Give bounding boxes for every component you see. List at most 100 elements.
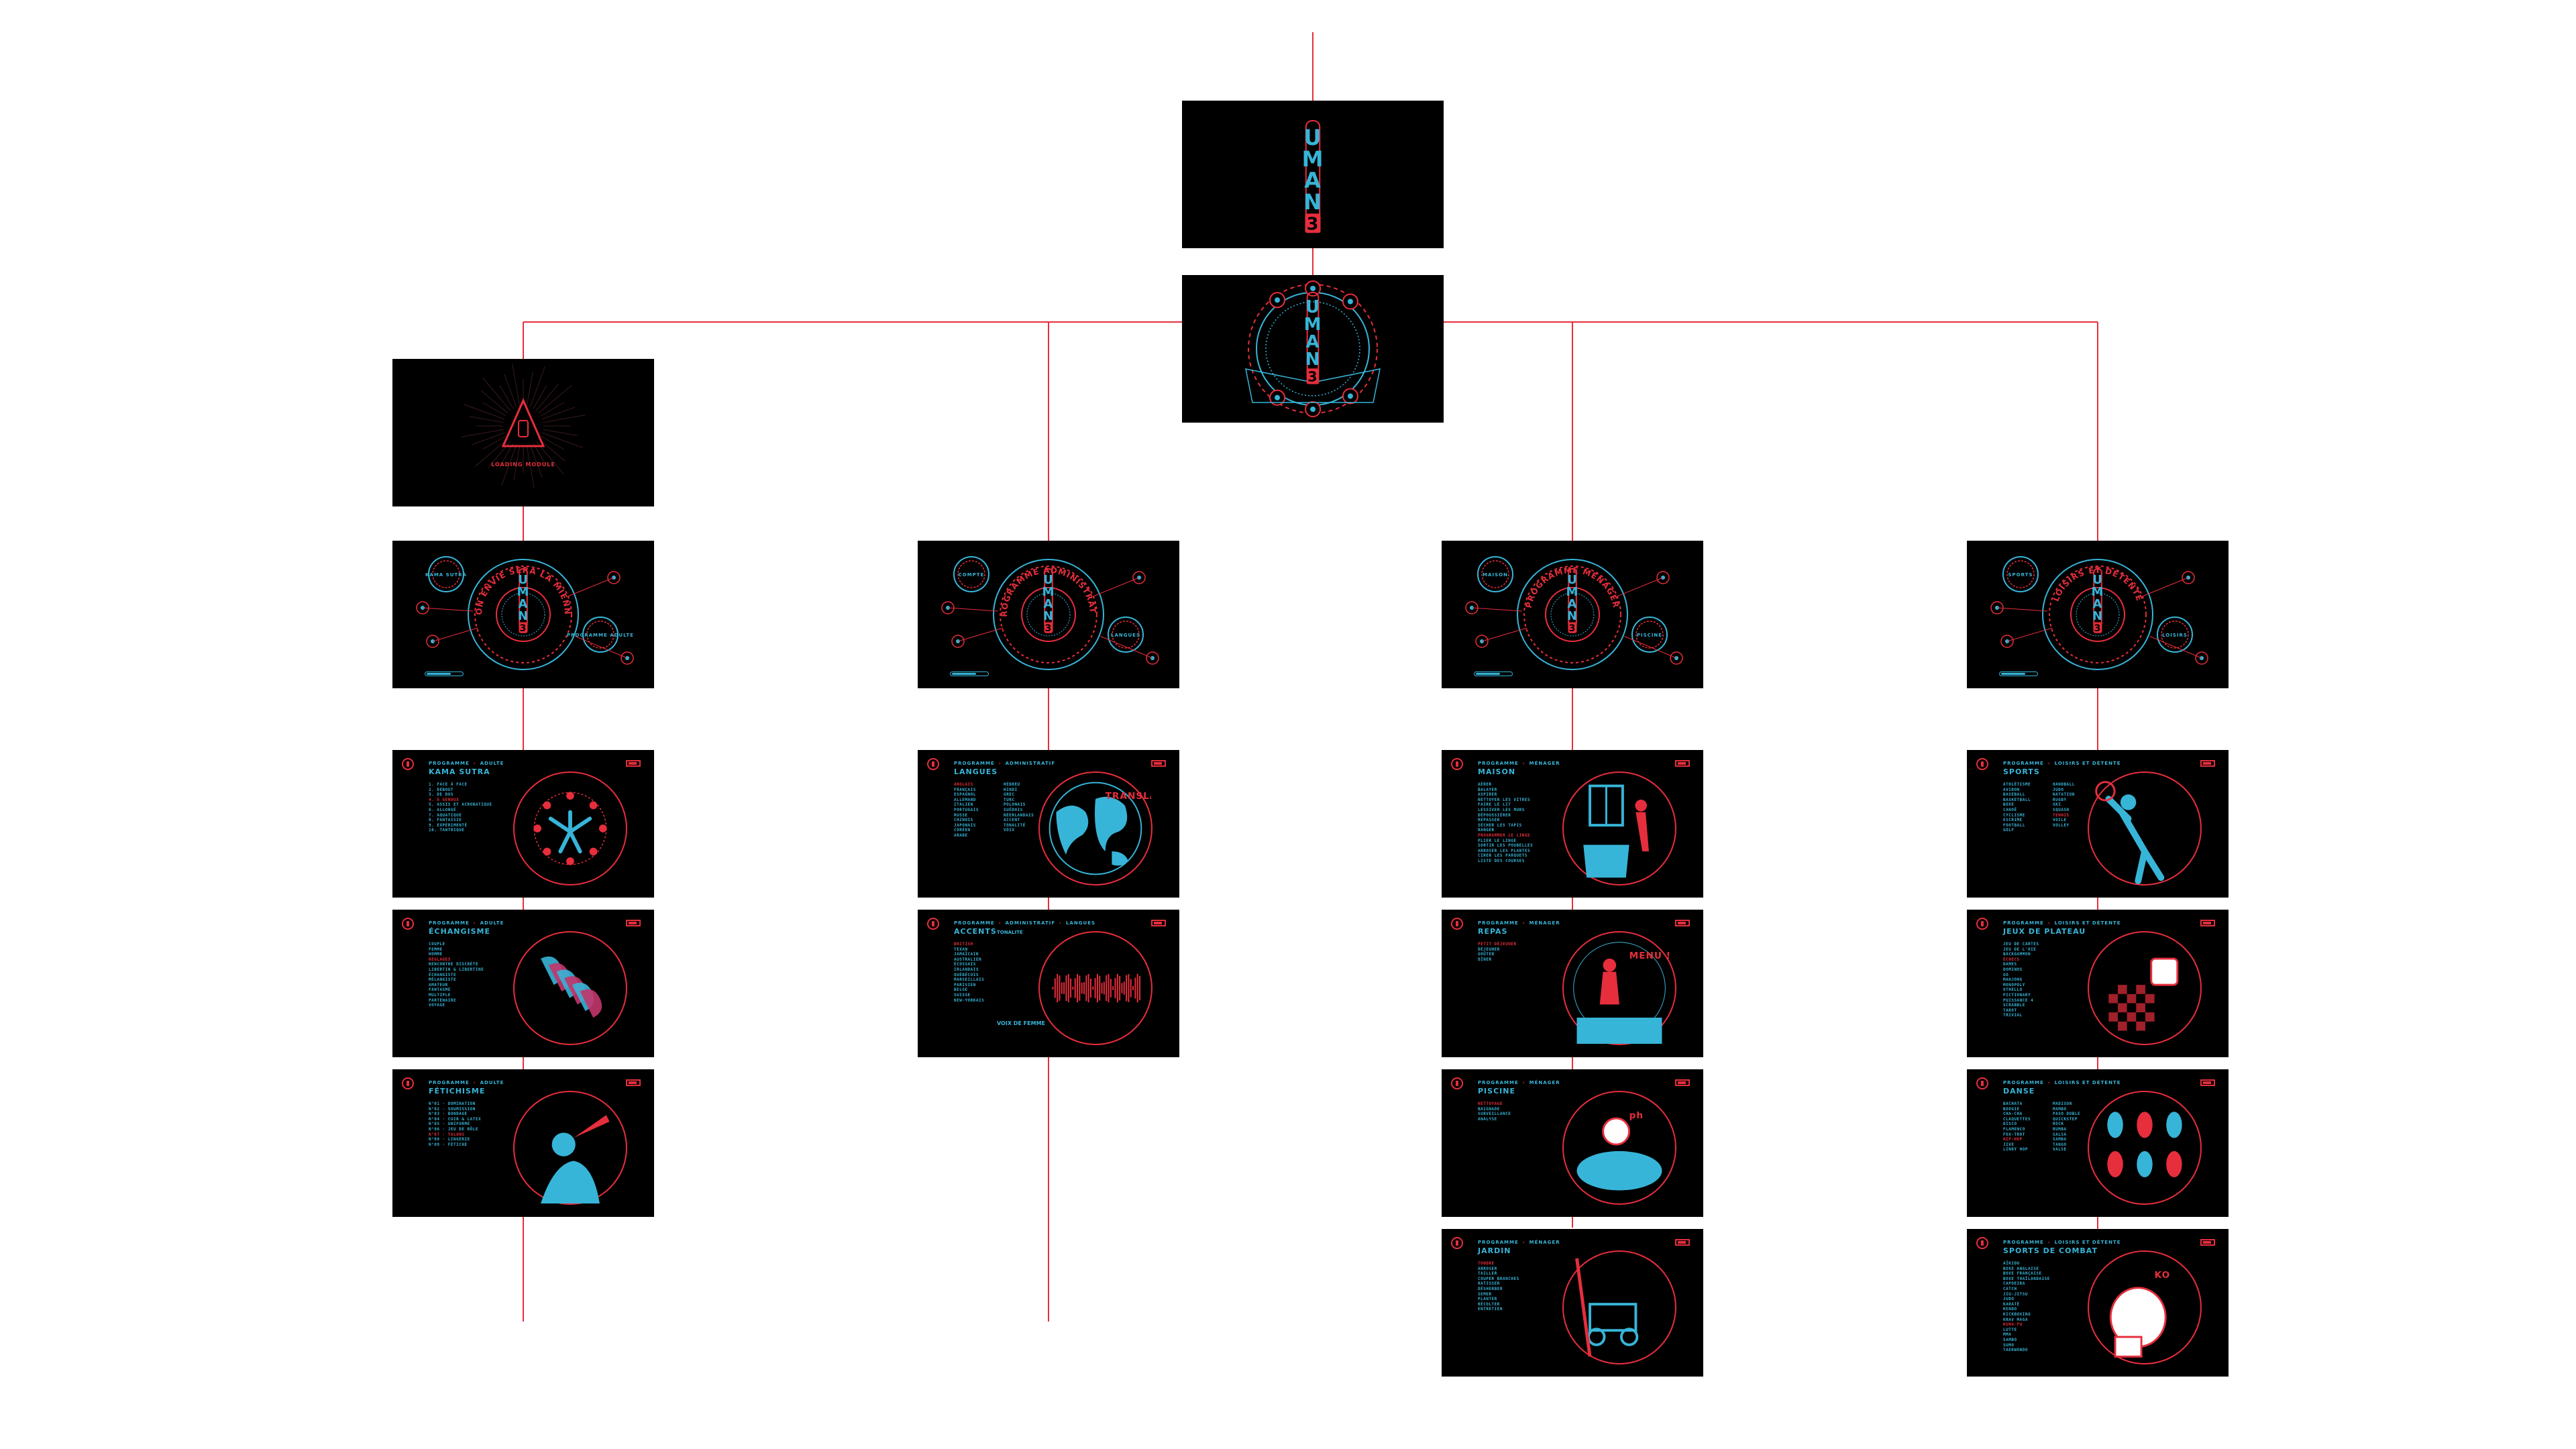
list-item[interactable]: JEU DE CARTES (2003, 942, 2039, 947)
list-item[interactable]: SUÉDOIS (1004, 807, 1023, 812)
list-item[interactable]: GOLF (2003, 828, 2015, 833)
uman-badge-icon[interactable] (927, 758, 939, 770)
uman-badge-icon[interactable] (402, 918, 414, 930)
list-item[interactable]: BOXE ANGLAISE (2003, 1266, 2039, 1271)
breadcrumb-item[interactable]: PROGRAMME (429, 920, 470, 926)
list-item[interactable]: DÎNER (1478, 957, 1492, 962)
list-item[interactable]: SALSA (2053, 1132, 2067, 1137)
list-item[interactable]: CHA-CHA (2003, 1112, 2023, 1117)
list-item[interactable]: BRITISH (954, 942, 973, 947)
list-item[interactable]: JAMAÏCAIN (954, 952, 979, 957)
breadcrumb-item[interactable]: PROGRAMME (1478, 761, 1519, 766)
list-item[interactable]: DÉPOUSSIÉRER (1478, 812, 1511, 818)
breadcrumb-item[interactable]: PROGRAMME (2003, 1240, 2044, 1245)
breadcrumb-item[interactable]: ADMINISTRATIF (1005, 761, 1056, 766)
list-item[interactable]: BOXE THAÏLANDAISE (2003, 1276, 2050, 1281)
list-item[interactable]: PLANTER (1478, 1297, 1497, 1302)
list-item[interactable]: TENNIS (2053, 812, 2070, 818)
list-item[interactable]: N°05 · UNIFORME (429, 1122, 470, 1127)
list-item[interactable]: 1. FACE À FACE (429, 782, 468, 787)
list-item[interactable]: SORTIR LES POUBELLES (1478, 843, 1534, 849)
list-item[interactable]: BACKGAMMON (2003, 952, 2031, 957)
breadcrumb-item[interactable]: PROGRAMME (1478, 1240, 1519, 1245)
list-item[interactable]: AMATEUR (429, 982, 448, 987)
list-item[interactable]: PUISSANCE 4 (2003, 998, 2034, 1003)
uman-badge-icon[interactable] (927, 918, 939, 930)
list-item[interactable]: POLONAIS (1004, 802, 1026, 808)
tab-tonality[interactable]: TONALITÉ (997, 930, 1023, 935)
list-item[interactable]: CAPOEIRA (2003, 1281, 2025, 1287)
list-item[interactable]: DÉJEUNER (1478, 947, 1500, 952)
list-item[interactable]: CYCLISME (2003, 812, 2025, 818)
list-item[interactable]: ENTRETIEN (1478, 1307, 1503, 1312)
list-item[interactable]: BACHATA (2003, 1102, 2023, 1106)
list-item[interactable]: QUÉBÉCOIS (954, 972, 979, 977)
list-item[interactable]: FANTASME (429, 987, 451, 993)
list-item[interactable]: SURVEILLANCE (1478, 1112, 1511, 1117)
breadcrumb-item[interactable]: ADMINISTRATIF (1005, 920, 1056, 926)
breadcrumb-item[interactable]: PROGRAMME (429, 1080, 470, 1085)
uman-badge-icon[interactable] (1976, 918, 1988, 930)
list-item[interactable]: VOLLEY (2053, 822, 2070, 828)
list-item[interactable]: TONDRE (1478, 1261, 1495, 1266)
breadcrumb-item[interactable]: LOISIRS ET DÉTENTE (2054, 920, 2121, 926)
list-item[interactable]: 4. À GENOUX (429, 797, 460, 802)
list-item[interactable]: FRANÇAIS (954, 787, 976, 792)
list-item[interactable]: AÉRER (1478, 782, 1492, 787)
list-item[interactable]: CIRER LES PARQUETS (1478, 853, 1528, 859)
list-item[interactable]: KENDO (2003, 1307, 2017, 1312)
breadcrumb-item[interactable]: MÉNAGER (1529, 1240, 1560, 1245)
list-item[interactable]: KICKBOXING (2003, 1311, 2031, 1317)
list-item[interactable]: ROCK (2053, 1122, 2064, 1127)
module-menu-adult[interactable]: TON ENVIE SERA LA MIENNEKAMA SUTRAPROGRA… (392, 541, 654, 688)
list-item[interactable]: 10. TANTRIQUE (429, 828, 465, 833)
list-item[interactable]: RÉCOLTER (1478, 1301, 1500, 1307)
list-item[interactable]: 8. FANTAISIE (429, 818, 462, 823)
list-item[interactable]: VOILE (2053, 818, 2067, 823)
list-item[interactable]: COUPLE (429, 942, 445, 947)
list-item[interactable]: FOX-TROT (2003, 1132, 2025, 1137)
list-item[interactable]: 5. ASSIS ET ACROBATIQUE (429, 802, 492, 808)
list-item[interactable]: ITALIEN (954, 802, 973, 808)
list-item[interactable]: SUMO (2003, 1342, 2015, 1348)
list-item[interactable]: SCRABBLE (2003, 1003, 2025, 1008)
list-item[interactable]: HINDI (1004, 787, 1018, 792)
main-menu-module-icon[interactable] (1269, 389, 1286, 406)
list-item[interactable]: RATISSER (1478, 1281, 1500, 1287)
breadcrumb-item[interactable]: PROGRAMME (1478, 1080, 1519, 1085)
list-item[interactable]: PLIER LE LINGE (1478, 838, 1517, 843)
list-item[interactable]: BAIGNADE (1478, 1106, 1500, 1112)
list-item[interactable]: ANALYSE (1478, 1116, 1497, 1122)
list-item[interactable]: RENCONTRE DISCRÈTE (429, 962, 479, 967)
uman-badge-icon[interactable] (1451, 918, 1463, 930)
breadcrumb-item[interactable]: ADULTE (480, 1080, 504, 1085)
list-item[interactable]: GO (2003, 972, 2009, 977)
list-item[interactable]: HANDBALL (2053, 782, 2075, 787)
list-item[interactable]: 6. ALLONGÉ (429, 807, 457, 812)
list-item[interactable]: GOÛTER (1478, 952, 1495, 957)
breadcrumb-item[interactable]: PROGRAMME (2003, 761, 2044, 766)
main-menu-module-icon[interactable] (1305, 280, 1322, 297)
list-item[interactable]: LINDY HOP (2003, 1147, 2029, 1152)
list-item[interactable]: GREC (1004, 792, 1015, 798)
module-bubble[interactable]: KAMA SUTRA (425, 556, 467, 592)
uman-badge-icon[interactable] (1451, 758, 1463, 770)
list-item[interactable]: ÉCHANGISTE (429, 972, 457, 977)
list-item[interactable]: ESCRIME (2003, 818, 2023, 823)
list-item[interactable]: KRAV MAGA (2003, 1317, 2029, 1322)
list-item[interactable]: REPASSER (1478, 818, 1500, 823)
list-item[interactable]: AÏKIDO (2003, 1261, 2020, 1266)
list-item[interactable]: SKI (2053, 802, 2061, 808)
list-item[interactable]: RÉGLAGES (429, 957, 451, 962)
list-item[interactable]: CORÉEN (954, 828, 971, 833)
list-item[interactable]: N°06 · JEU DE RÔLE (429, 1126, 479, 1132)
list-item[interactable]: NATATION (2053, 792, 2075, 798)
list-item[interactable]: HIP-HOP (2003, 1137, 2023, 1142)
list-item[interactable]: ATHLÉTISME (2003, 782, 2031, 787)
list-item[interactable]: TANGO (2053, 1142, 2067, 1147)
